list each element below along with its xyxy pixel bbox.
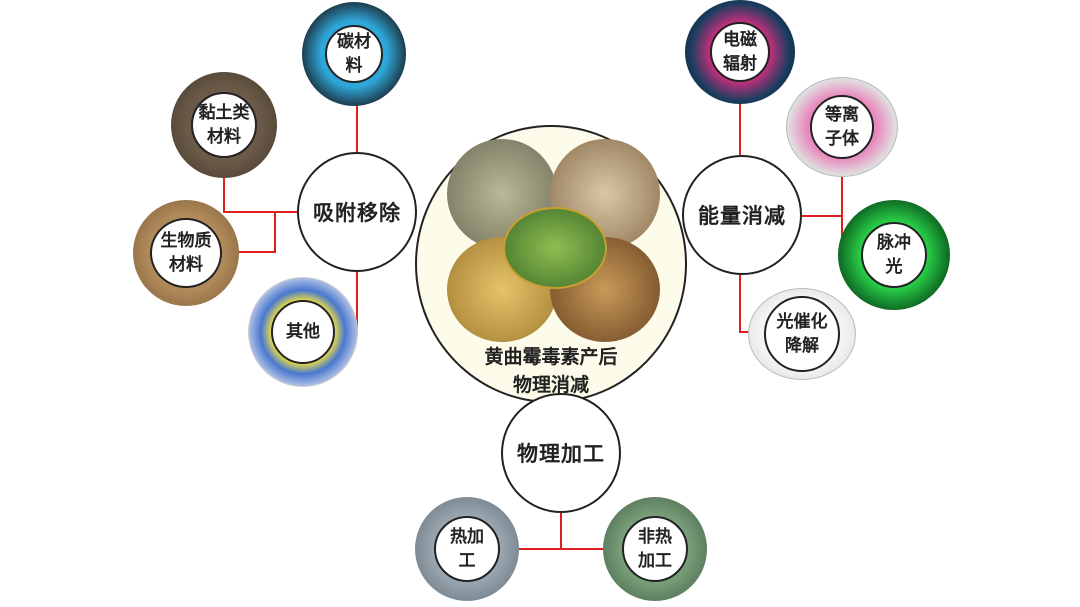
label-line: 加工 [638,551,672,571]
label-line: 降解 [785,336,819,356]
branch-energy: 能量消减 [682,155,802,275]
label-line: 工 [458,551,476,571]
label-line: 脉冲 [877,233,911,253]
node-plasma: 等离子体 [786,77,898,177]
label-line: 料 [345,56,363,76]
node-photocatalytic-degradation: 光催化降解 [748,288,856,380]
label-line: 碳材 [337,32,371,52]
node-pulsed-light: 脉冲光 [838,200,950,310]
label-line: 光 [885,257,903,277]
center-node: 黄曲霉毒素产后 物理消减 [415,125,687,403]
label-line: 等离 [825,105,859,125]
label-line: 其他 [286,322,320,342]
node-electromagnetic-radiation: 电磁辐射 [685,0,795,104]
label-line: 子体 [825,129,859,149]
branch-adsorption: 吸附移除 [297,152,417,272]
label-line: 非热 [638,527,672,547]
label-line: 黏土类 [198,103,250,123]
node-clay-material: 黏土类材料 [171,72,277,178]
center-title-line2: 物理消减 [512,374,589,396]
label-line: 材料 [207,127,241,147]
branch-processing: 物理加工 [501,393,621,513]
node-other: 其他 [248,277,358,387]
node-biomass-material: 生物质材料 [133,200,239,306]
node-nonthermal-processing: 非热加工 [603,497,707,601]
aspergillus-image [503,207,607,289]
node-carbon-material: 碳材料 [302,2,406,106]
connector-biomass [225,212,276,257]
node-thermal-processing: 热加工 [415,497,519,601]
label-line: 电磁 [723,30,757,50]
label-line: 光催化 [776,312,828,332]
label-line: 材料 [169,255,203,275]
center-title-line1: 黄曲霉毒素产后 [484,346,618,368]
label-line: 辐射 [723,54,757,74]
label-line: 生物质 [160,231,212,251]
label-line: 热加 [450,527,484,547]
